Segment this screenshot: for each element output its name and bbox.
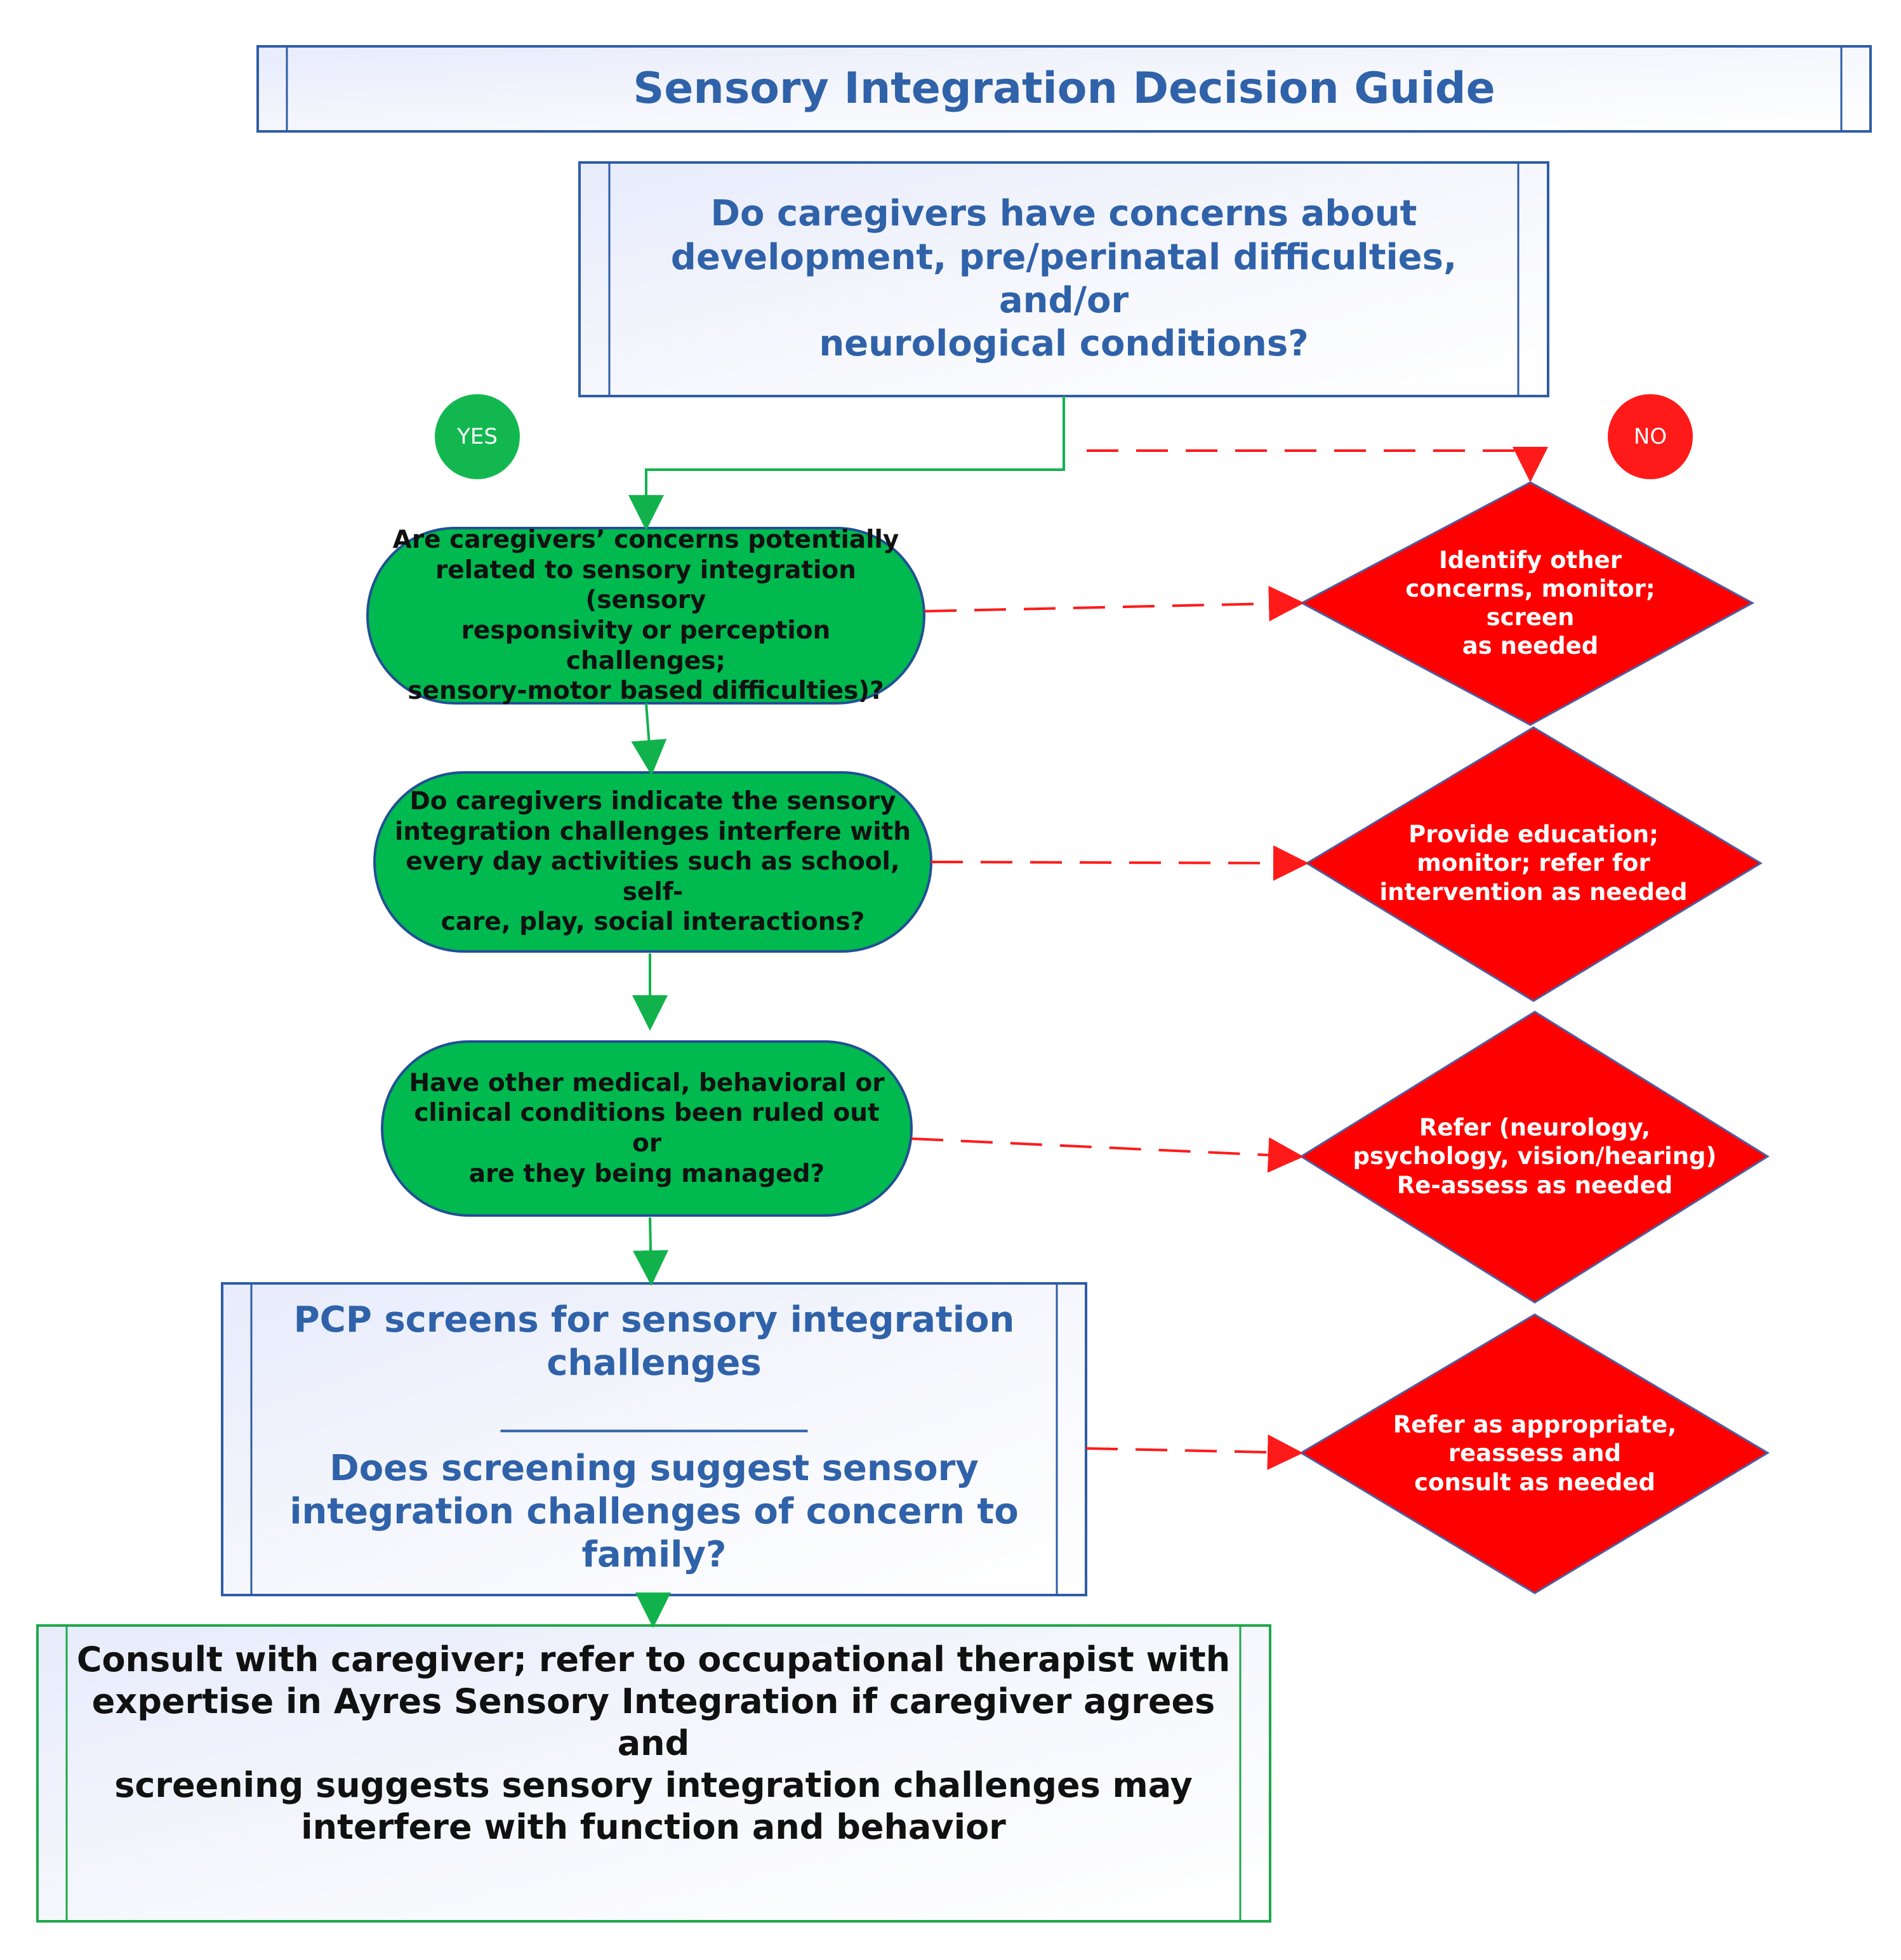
no-connector-q2-to-outcome2 (931, 845, 1309, 881)
yes-badge-label: YES (457, 424, 498, 449)
screening-divider: ______________________ (500, 1400, 808, 1433)
yes-badge (435, 394, 520, 479)
page-title: Sensory Integration Decision Guide (633, 63, 1495, 114)
decision-q1-text: Are caregivers’ concerns potentially rel… (392, 526, 899, 706)
yes-connector-q1-to-q2 (631, 703, 667, 776)
screening-question-text: Does screening suggest sensory integrati… (289, 1447, 1019, 1576)
outcome-text-4: Refer as appropriate, reassess and consu… (1393, 1411, 1677, 1496)
no-connector-screen-to-outcome4 (1085, 1434, 1303, 1470)
yes-connector-q3-to-screen (633, 1217, 669, 1286)
outcome-diamond-1 (1299, 481, 1755, 726)
decision-q3-shape (381, 1040, 913, 1217)
final-recommendation-box (36, 1624, 1271, 1923)
final-recommendation-text: Consult with caregiver; refer to occupat… (76, 1639, 1231, 1847)
outcome-diamond-4 (1299, 1313, 1770, 1594)
start-question-box (578, 161, 1549, 397)
screening-title-text: PCP screens for sensory integration chal… (293, 1299, 1015, 1384)
no-connector-q1-to-outcome1 (924, 586, 1304, 622)
decision-q3-text: Have other medical, behavioral or clinic… (409, 1068, 885, 1188)
yes-connector-start-to-q1 (628, 396, 1065, 531)
outcome-diamond-3 (1299, 1010, 1770, 1304)
outcome-diamond-2 (1305, 726, 1763, 1002)
no-badge-label: NO (1633, 424, 1667, 449)
outcome-text-1: Identify other concerns, monitor; screen… (1405, 546, 1655, 660)
decision-q2-text: Do caregivers indicate the sensory integ… (394, 787, 911, 937)
start-question-text: Do caregivers have concerns about develo… (670, 193, 1457, 365)
outcome-text-3: Refer (neurology, psychology, vision/hea… (1353, 1114, 1717, 1199)
no-connector-start-to-outcome1 (1087, 447, 1548, 482)
title-banner (256, 45, 1872, 133)
no-badge (1608, 394, 1693, 479)
no-connector-q3-to-outcome3 (911, 1137, 1304, 1173)
outcome-text-2: Provide education; monitor; refer for in… (1379, 821, 1688, 906)
